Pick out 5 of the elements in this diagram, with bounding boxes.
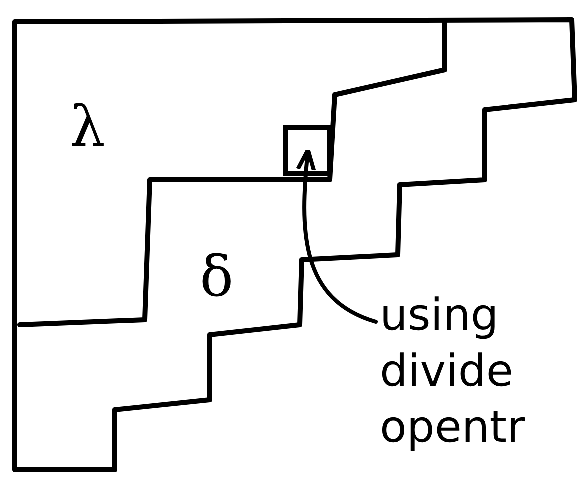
partition-symbol: δ — [200, 250, 234, 306]
single-cell-square — [284, 126, 332, 176]
partition-symbol: λ — [70, 100, 106, 156]
annotation-text: using divide opentr — [380, 288, 576, 456]
leader-arrow — [296, 148, 378, 324]
